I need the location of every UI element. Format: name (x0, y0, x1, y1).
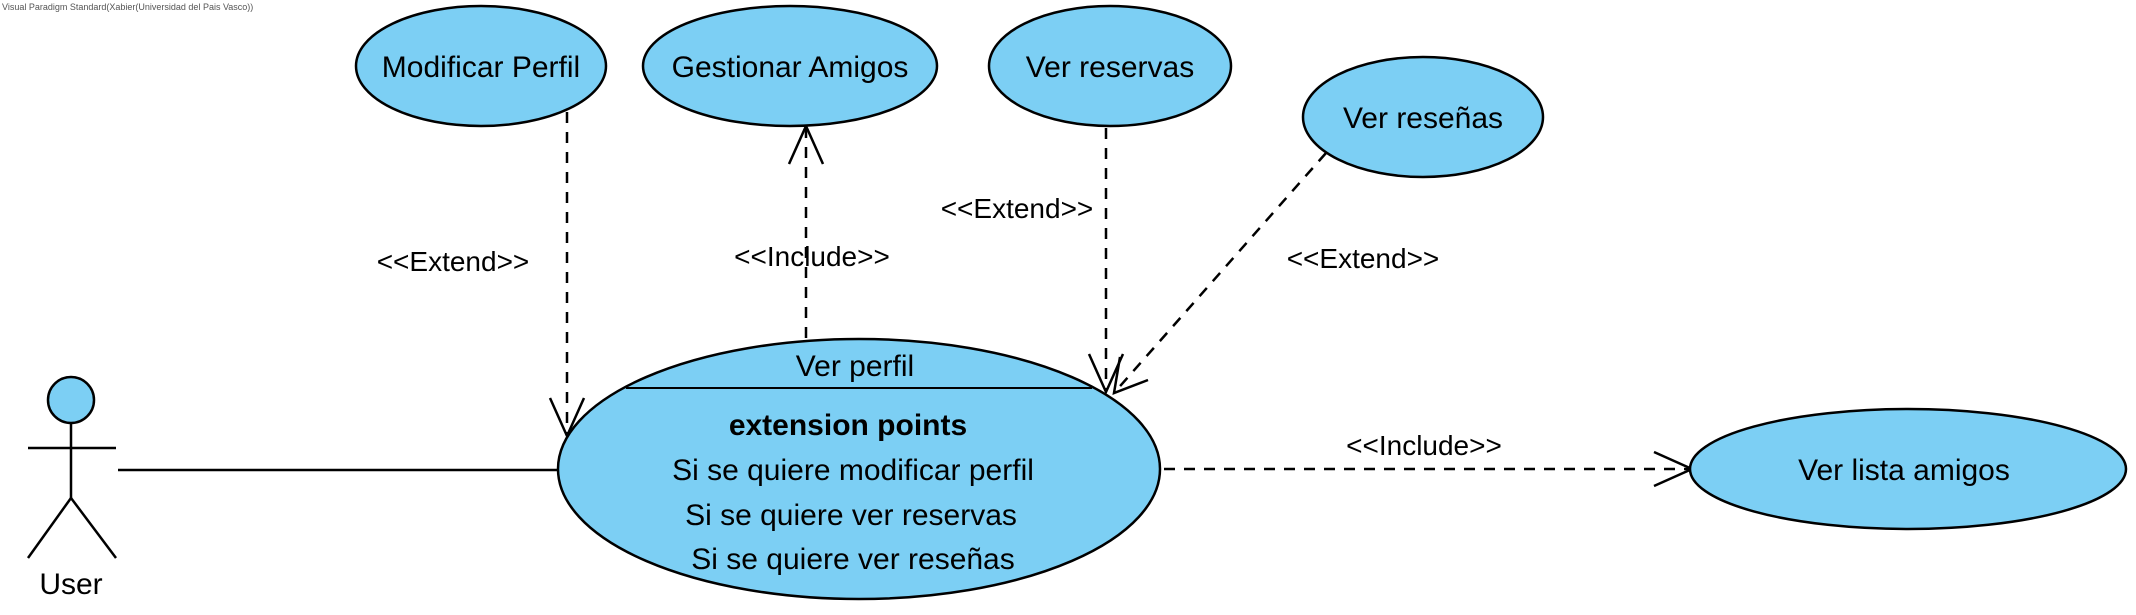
actor-label: User (39, 568, 102, 601)
usecase-label: Ver reseñas (1343, 102, 1503, 135)
usecase-label: Ver lista amigos (1798, 454, 2010, 487)
actor-user[interactable]: User (26, 375, 117, 601)
usecase-label: Ver perfil (796, 350, 914, 383)
extend-ver-resenas (1112, 152, 1327, 395)
stereotype-label: <<Extend>> (377, 246, 530, 277)
watermark: Visual Paradigm Standard(Xabier(Universi… (2, 2, 253, 12)
usecase-label: Ver reservas (1026, 51, 1194, 84)
extension-point: Si se quiere ver reseñas (691, 543, 1015, 576)
extension-point: Si se quiere modificar perfil (672, 454, 1034, 487)
usecase-modificar-perfil[interactable]: Modificar Perfil (354, 4, 608, 128)
extension-point: Si se quiere ver reservas (685, 499, 1017, 532)
stereotype-label: <<Include>> (734, 241, 890, 272)
usecase-label: Gestionar Amigos (672, 51, 909, 84)
usecase-gestionar-amigos[interactable]: Gestionar Amigos (641, 4, 939, 128)
extend-modificar-perfil (548, 112, 586, 440)
usecase-label: Modificar Perfil (382, 51, 580, 84)
stereotype-label: <<Extend>> (1287, 243, 1440, 274)
include-gestionar-amigos (787, 122, 825, 338)
extend-ver-reservas (1087, 128, 1125, 396)
extension-points-heading: extension points (729, 409, 967, 442)
stereotype-label: <<Include>> (1346, 430, 1502, 461)
usecase-ver-lista-amigos[interactable]: Ver lista amigos (1688, 407, 2128, 531)
usecase-ver-perfil[interactable]: Ver perfil extension points Si se quiere… (556, 337, 1162, 601)
actor-head (46, 375, 96, 425)
usecase-ver-reservas[interactable]: Ver reservas (987, 4, 1233, 128)
usecase-ver-resenas[interactable]: Ver reseñas (1301, 55, 1545, 179)
stereotype-label: <<Extend>> (941, 193, 1094, 224)
